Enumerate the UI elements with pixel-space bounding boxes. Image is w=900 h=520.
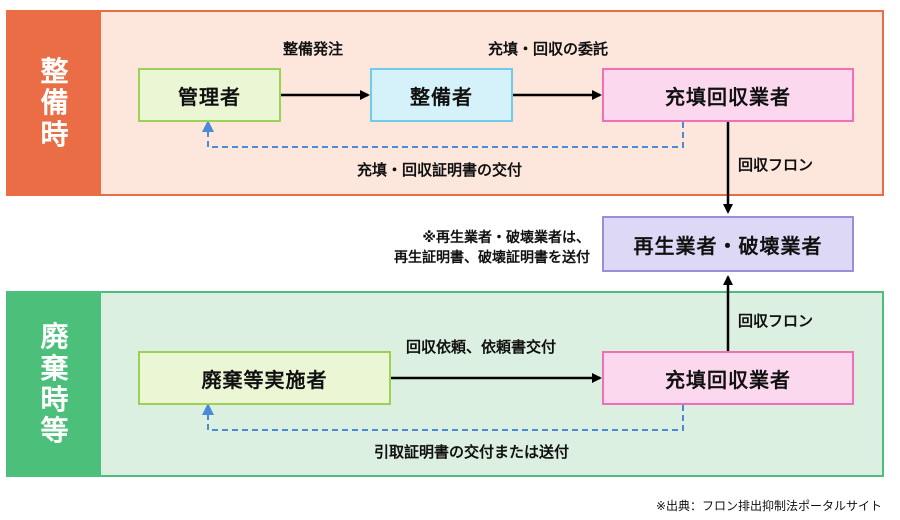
order-label: 整備発注 — [283, 40, 344, 58]
manager-box: 管理者 — [138, 68, 281, 122]
entrust-label: 充填・回収の委託 — [488, 40, 609, 58]
arrow-certificate — [202, 120, 684, 148]
disposal-section-label: 廃棄時等 — [8, 293, 101, 475]
recycler-note-line2: 再生証明書、破壊証明書を送付 — [394, 250, 590, 267]
recover-top-label: 回収フロン — [738, 156, 814, 174]
source-credit: ※出典：フロン排出抑制法ポータルサイト — [655, 499, 882, 513]
handover-label: 引取証明書の交付または送付 — [374, 443, 570, 461]
arrow-handover — [202, 403, 684, 431]
filler-top-box: 充填回収業者 — [602, 68, 854, 122]
recover-bottom-label: 回収フロン — [738, 312, 814, 330]
filler-bottom-box: 充填回収業者 — [602, 351, 854, 405]
request-label: 回収依頼、依頼書交付 — [406, 338, 557, 356]
recycler-note-line1: ※再生業者・破壊業者は、 — [422, 230, 590, 246]
maintenance-section-label: 整備時 — [8, 12, 101, 194]
certificate-label: 充填・回収証明書の交付 — [357, 161, 523, 179]
maintainer-box: 整備者 — [370, 68, 513, 122]
recycler-note: ※再生業者・破壊業者は、 再生証明書、破壊証明書を送付 — [394, 228, 590, 269]
disposer-box: 廃棄等実施者 — [138, 351, 391, 405]
recycler-box: 再生業者・破壊業者 — [602, 216, 854, 272]
